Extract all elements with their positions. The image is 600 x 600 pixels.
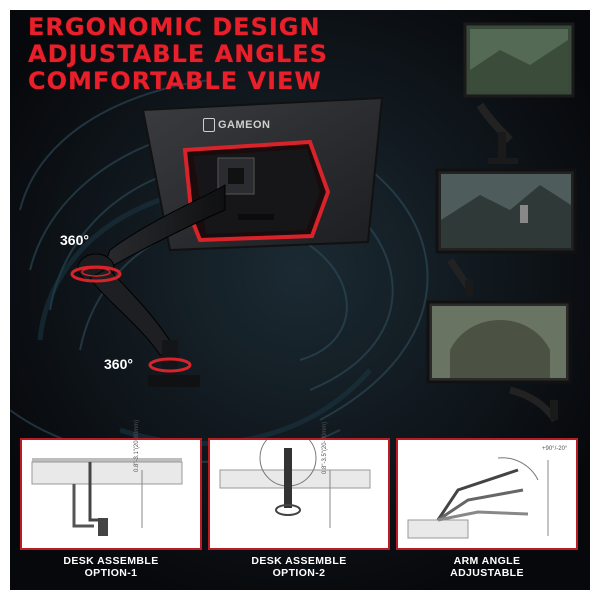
caption-desk-option-2: DESK ASSEMBLE OPTION-2 (208, 555, 390, 579)
caption-3-line-2: ADJUSTABLE (450, 567, 524, 579)
rotation-label-bottom: 360° (104, 356, 133, 372)
rotation-label-top: 360° (60, 232, 89, 248)
panel-arm-angle: +90°/-20° (396, 438, 578, 550)
arm-angle-diagram-icon (407, 457, 549, 539)
panel-desk-option-2: 0.8"-3.5"(20-90mm) (208, 422, 390, 550)
thumb-monitor-low (426, 300, 572, 423)
brand-logo-text: GAMEON (218, 118, 271, 131)
product-banner: ERGONOMIC DESIGN ADJUSTABLE ANGLES COMFO… (10, 10, 590, 590)
caption-desk-option-1: DESK ASSEMBLE OPTION-1 (20, 555, 202, 579)
brand-mark-icon (203, 118, 215, 132)
dimension-label-2: 0.8"-3.5"(20-90mm) (322, 421, 328, 474)
headline-line-2: ADJUSTABLE ANGLES (28, 40, 328, 68)
caption-arm-angle: ARM ANGLE ADJUSTABLE (396, 555, 578, 579)
angle-label: +90°/-20° (542, 446, 568, 452)
thumb-monitor-landscape (435, 168, 577, 296)
headline-line-3: COMFORTABLE VIEW (28, 67, 322, 95)
background-graphic (10, 10, 590, 590)
caption-3-line-1: ARM ANGLE (453, 555, 521, 567)
caption-1-line-2: OPTION-1 (84, 567, 138, 579)
panel-desk-option-1: 0.8"-3.1"(20-80mm) (20, 420, 202, 550)
brand-logo: GAMEON (203, 118, 271, 132)
caption-2-line-2: OPTION-2 (272, 567, 326, 579)
grommet-diagram-icon (219, 440, 371, 528)
caption-1-line-1: DESK ASSEMBLE (63, 555, 159, 567)
headline: ERGONOMIC DESIGN ADJUSTABLE ANGLES COMFO… (28, 14, 328, 95)
dimension-label-1: 0.8"-3.1"(20-80mm) (134, 419, 140, 472)
thumb-monitor-tilted (463, 22, 575, 164)
headline-line-1: ERGONOMIC DESIGN (28, 13, 321, 41)
caption-2-line-1: DESK ASSEMBLE (251, 555, 347, 567)
clamp-diagram-icon (31, 458, 183, 536)
